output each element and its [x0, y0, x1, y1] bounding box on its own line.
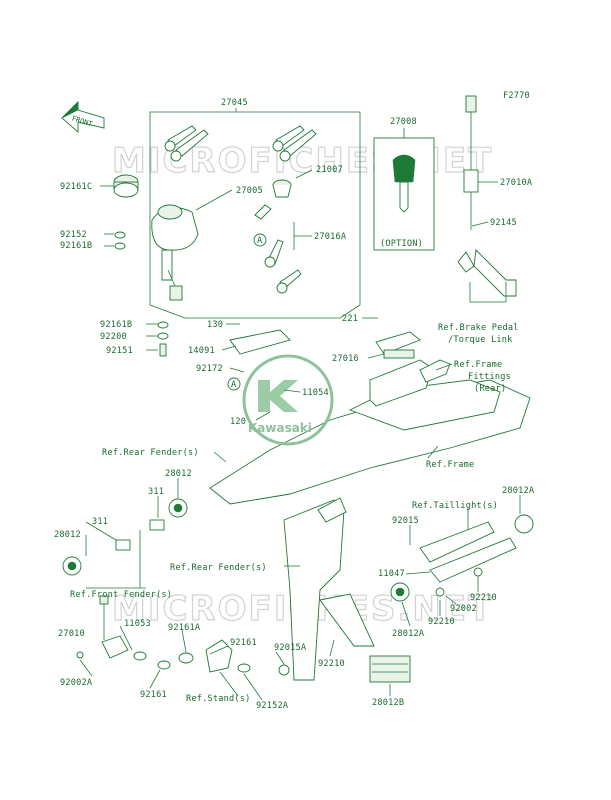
washer-icon [114, 231, 126, 250]
ref-front-fender: Ref.Front Fender(s) [70, 590, 172, 600]
label-28012b: 28012B [372, 698, 404, 708]
label-311-left: 311 [92, 517, 108, 527]
label-27008: 27008 [390, 117, 417, 127]
label-92002: 92002 [450, 604, 477, 614]
cap-icon [113, 174, 139, 198]
rear-turn-signal-icon [390, 514, 534, 602]
label-92145: 92145 [490, 218, 517, 228]
label-27010a: 27010A [500, 178, 533, 188]
license-lamp-icon [369, 655, 411, 683]
seat-lock-icon [254, 204, 272, 220]
label-92210-r1: 92210 [470, 593, 497, 603]
label-27005: 27005 [236, 186, 263, 196]
ref-brake-pedal-2: /Torque Link [448, 335, 513, 345]
callout-a-text-1: A [257, 236, 263, 246]
rear-fender-icon [283, 497, 375, 681]
label-28012-left: 28012 [54, 530, 81, 540]
label-11053: 11053 [124, 619, 151, 629]
label-92002a: 92002A [60, 678, 93, 688]
label-14091: 14091 [188, 346, 215, 356]
label-28012-top: 28012 [165, 469, 192, 479]
label-92161b: 92161B [60, 241, 92, 251]
front-arrow-icon: FRONT [61, 100, 105, 133]
key-icon [164, 125, 317, 294]
option-key-box: (OPTION) [373, 137, 435, 251]
ref-frame-fittings-1: Ref.Frame [454, 360, 502, 370]
label-130: 130 [207, 320, 223, 330]
leader-lines [79, 128, 521, 701]
lock-cylinder-icon [272, 179, 292, 198]
bolt-icon [157, 321, 169, 357]
option-label: (OPTION) [380, 239, 423, 249]
label-92210-bottom: 92210 [318, 659, 345, 669]
ref-stand: Ref.Stand(s) [186, 694, 251, 704]
ref-frame-fittings-2: Fittings [468, 372, 511, 382]
ref-frame-fittings-3: (Rear) [474, 384, 506, 394]
callout-a: A A [227, 233, 267, 391]
label-92152a: 92152A [256, 701, 289, 711]
label-92200: 92200 [100, 332, 127, 342]
callout-a-text-2: A [231, 380, 237, 390]
frame-icon [209, 329, 531, 505]
front-turn-signal-icon [62, 498, 188, 576]
label-92161-mid: 92161 [230, 638, 257, 648]
reference-labels: Ref.Brake Pedal /Torque Link Ref.Frame F… [70, 323, 519, 704]
ref-frame: Ref.Frame [426, 460, 474, 470]
label-92161-bottom: 92161 [140, 690, 167, 700]
label-92015: 92015 [392, 516, 419, 526]
label-28012a-bottom: 28012A [392, 629, 425, 639]
label-27045: 27045 [221, 98, 248, 108]
ref-brake-pedal-1: Ref.Brake Pedal [438, 323, 519, 333]
label-311-top: 311 [148, 487, 164, 497]
kawasaki-logo: Kawasaki [242, 354, 334, 446]
label-92161a: 92161A [168, 623, 201, 633]
label-120: 120 [230, 417, 246, 427]
label-27010: 27010 [58, 629, 85, 639]
ref-rear-fender-2: Ref.Rear Fender(s) [170, 563, 267, 573]
label-92210-r2: 92210 [428, 617, 455, 627]
label-21007: 21007 [316, 165, 343, 175]
label-27016: 27016 [332, 354, 359, 364]
label-92161b-2: 92161B [100, 320, 132, 330]
ignition-switch-icon [151, 204, 199, 301]
label-11047: 11047 [378, 569, 405, 579]
label-92151: 92151 [106, 346, 133, 356]
label-92172: 92172 [196, 364, 223, 374]
label-92015a: 92015A [274, 643, 307, 653]
label-27016a: 27016A [314, 232, 347, 242]
figure-code: F2770 [503, 91, 530, 101]
label-11054: 11054 [302, 388, 329, 398]
brake-switch-icon [457, 95, 517, 303]
part-number-labels: 27045 27008 92161C 27005 21007 27010A 92… [54, 98, 535, 711]
side-stand-switch-icon [76, 595, 290, 676]
label-921610: 92161C [60, 182, 92, 192]
label-28012a-right: 28012A [502, 486, 535, 496]
ignition-bracket [149, 108, 361, 319]
logo-text: Kawasaki [248, 421, 312, 435]
label-221: 221 [342, 314, 358, 324]
ref-rear-fender-1: Ref.Rear Fender(s) [102, 448, 199, 458]
ref-taillight: Ref.Taillight(s) [412, 501, 498, 511]
label-92152: 92152 [60, 230, 87, 240]
